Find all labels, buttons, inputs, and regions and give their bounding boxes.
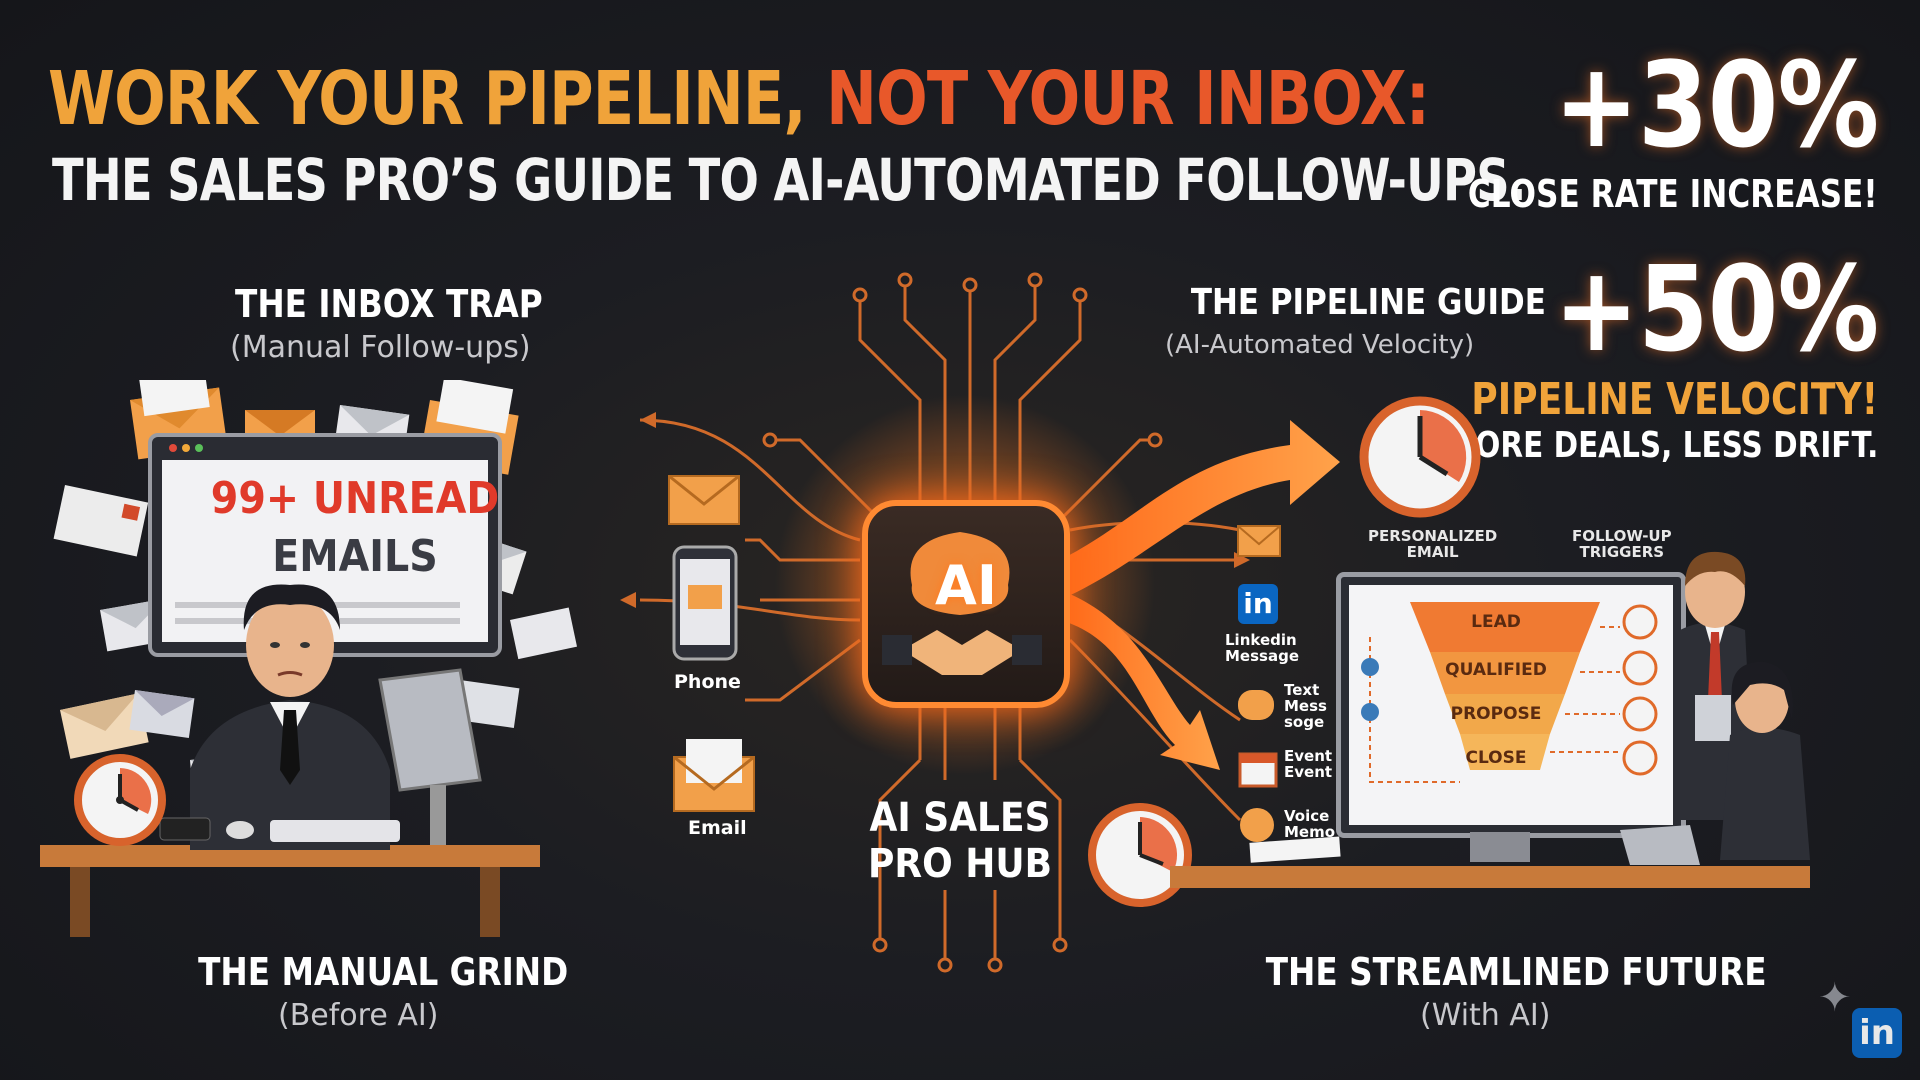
microphone-icon <box>1240 808 1274 842</box>
left-desk <box>40 845 540 867</box>
hub-title-line2: PRO HUB <box>867 841 1053 887</box>
funnel-trigger-attach-icon <box>1622 740 1658 776</box>
personalized-email-annotation: PERSONALIZED EMAIL <box>1368 527 1498 561</box>
close-rate-label: CLOSE RATE INCREASE! <box>1468 172 1878 216</box>
pipeline-clock-icon <box>1359 396 1481 518</box>
close-rate-value: +30% <box>1553 36 1879 174</box>
sales-funnel <box>1361 602 1658 783</box>
handshake-icon <box>902 630 1022 675</box>
funnel-trigger-email-icon <box>1622 604 1658 640</box>
page-subtitle: THE SALES PRO’S GUIDE TO AI-AUTOMATED FO… <box>52 146 1526 214</box>
phone-icon <box>672 545 738 661</box>
right-desk <box>1170 866 1810 888</box>
center-envelope-icon <box>668 474 740 525</box>
circuit-lines <box>639 272 1242 973</box>
seated-woman <box>1620 661 1810 865</box>
voice-memo-label: Voice Memo <box>1284 807 1336 841</box>
funnel-stage-lead: LEAD <box>1471 612 1521 632</box>
inbox-trap-illustration <box>40 380 578 937</box>
unread-count-line2: EMAILS <box>272 531 438 582</box>
text-message-label: Text Mess soge <box>1284 681 1327 731</box>
left-footer: THE MANUAL GRIND <box>198 950 569 994</box>
event-label: Event Event <box>1284 747 1333 781</box>
left-heading-sub: (Manual Follow-ups) <box>230 330 531 365</box>
velocity-arrow <box>1060 420 1340 600</box>
brain-icon <box>910 532 1010 615</box>
left-footer-sub: (Before AI) <box>278 998 439 1033</box>
velocity-value: +50% <box>1553 240 1879 378</box>
streamlined-team-illustration <box>1170 551 1810 888</box>
corner-linkedin-icon: in <box>1852 1008 1902 1058</box>
email-label: Email <box>688 817 747 839</box>
funnel-stage-close: CLOSE <box>1465 748 1527 768</box>
ai-badge-text: AI <box>935 554 997 617</box>
page-title: WORK YOUR PIPELINE, NOT YOUR INBOX: <box>48 56 1430 142</box>
right-heading-sub: (AI-Automated Velocity) <box>1165 330 1475 360</box>
ai-hub-badge: AI <box>862 500 1070 708</box>
phone-label: Phone <box>674 671 741 693</box>
back-monitor <box>378 668 482 792</box>
velocity-sub: MORE DEALS, LESS DRIFT. <box>1445 425 1878 466</box>
chat-bubble-icon <box>1238 690 1274 720</box>
down-arrow <box>1060 590 1220 770</box>
right-footer-sub: (With AI) <box>1420 998 1551 1033</box>
sparkle-icon: ✦ <box>1818 975 1852 1021</box>
stressed-salesman <box>190 584 390 850</box>
center-clock-icon <box>1088 803 1192 907</box>
left-heading: THE INBOX TRAP <box>235 282 543 326</box>
keyboard <box>270 820 400 842</box>
calendar-icon <box>1238 752 1278 788</box>
linkedin-message-label: Linkedin Message <box>1225 631 1299 665</box>
email-icon <box>673 739 755 812</box>
title-part1: WORK YOUR PIPELINE, <box>48 56 807 142</box>
funnel-stage-propose: PROPOSE <box>1450 704 1542 724</box>
left-clock-icon <box>74 754 166 846</box>
title-part2: NOT YOUR INBOX: <box>826 56 1430 142</box>
funnel-trigger-email2-icon <box>1622 696 1658 732</box>
velocity-label: PIPELINE VELOCITY! <box>1471 374 1878 425</box>
unread-count-line1: 99+ UNREAD <box>210 473 500 524</box>
funnel-trigger-linkedin-icon <box>1622 650 1658 686</box>
right-envelope-icon <box>1237 525 1281 557</box>
right-footer: THE STREAMLINED FUTURE <box>1265 950 1767 994</box>
follow-up-triggers-annotation: FOLLOW-UP TRIGGERS <box>1572 527 1672 561</box>
monitor-stand <box>1470 832 1530 862</box>
hub-title-line1: AI SALES <box>869 795 1051 841</box>
right-heading: THE PIPELINE GUIDE <box>1190 282 1546 323</box>
linkedin-icon: in <box>1238 584 1278 624</box>
funnel-stage-qualified: QUALIFIED <box>1445 660 1547 680</box>
hub-title: AI SALES PRO HUB <box>852 795 1068 887</box>
